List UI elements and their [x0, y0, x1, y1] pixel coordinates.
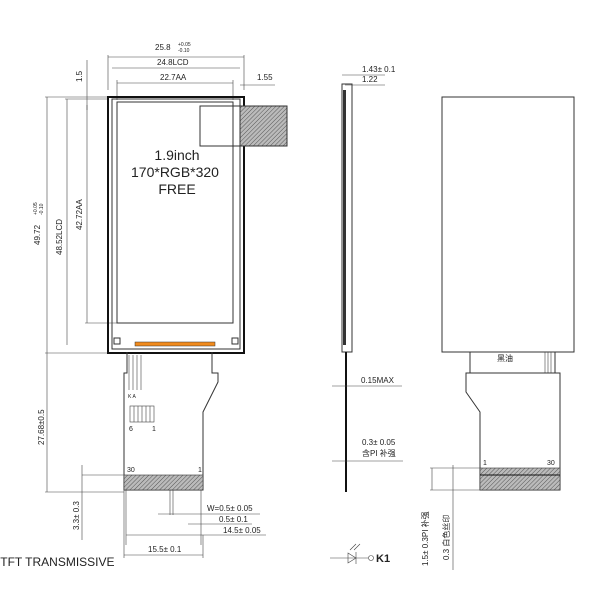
back-pin-first: 1 — [483, 460, 487, 467]
dim-pitch-w: W=0.5± 0.05 — [207, 504, 253, 513]
tol-minus: -0.10 — [178, 48, 190, 54]
dim-height-lcd: 48.52LCD — [55, 219, 64, 255]
tol-plus: +0.05 — [33, 202, 39, 215]
fpc-outline — [123, 352, 219, 491]
back-stiffener — [479, 467, 561, 491]
dim-thickness: 1.43± 0.1 — [362, 65, 396, 74]
active-area — [116, 101, 234, 324]
dim-glass: 1.22 — [362, 75, 378, 84]
tol-minus: -0.10 — [39, 203, 45, 215]
ink-label: 黑油 — [497, 353, 513, 363]
dim-offset-top: 1.5 — [75, 70, 84, 82]
lcd-panel-outline — [107, 96, 245, 354]
back-pin-last: 30 — [547, 460, 555, 467]
side-view: 1.43± 0.1 1.22 0.15MAX 0.3± 0.05 含PI 补强 … — [330, 65, 403, 565]
panel-type-note: "TFT TRANSMISSIVE — [0, 555, 115, 569]
dim-width-lcd: 24.8LCD — [157, 58, 189, 67]
display-size: 1.9inch — [154, 147, 199, 163]
back-view: 黑油 1 30 1.5± 0.3PI 补强 0.3 白色丝印 — [420, 96, 575, 570]
dim-pitch: 0.5± 0.1 — [219, 515, 248, 524]
dim-offset-right: 1.55 — [257, 73, 273, 82]
dim-stiffener-thickness: 0.3± 0.05 — [362, 438, 396, 447]
led-labels: K A — [128, 394, 136, 400]
led-symbol-icon — [330, 543, 374, 564]
dim-contact-width: 14.5± 0.05 — [223, 526, 261, 535]
tol-plus: +0.05 — [178, 42, 191, 48]
fpc-bond-bar — [134, 341, 216, 347]
back-panel-outline — [441, 96, 575, 353]
dim-fpc-length: 27.68±0.5 — [37, 409, 46, 445]
small-pin-first: 6 — [129, 426, 133, 433]
pin-first: 30 — [127, 467, 135, 474]
dim-stiffener: 3.3± 0.3 — [72, 501, 81, 530]
front-view: 25.8 +0.05 -0.10 24.8LCD 22.7AA 1.55 1.5… — [0, 42, 288, 569]
dim-fpc-width: 15.5± 0.1 — [148, 545, 182, 554]
display-mode: FREE — [158, 181, 195, 197]
stiffener-note: 含PI 补强 — [362, 448, 396, 458]
dim-silk: 0.3 白色丝印 — [441, 515, 451, 560]
dim-height-total: 49.72 — [33, 224, 42, 245]
dim-fpc-thickness: 0.15MAX — [361, 376, 395, 385]
pin-last: 1 — [198, 467, 202, 474]
dim-width-total-label: 25.8 — [155, 43, 171, 52]
display-resolution: 170*RGB*320 — [131, 164, 219, 180]
fpc-contacts — [123, 474, 204, 491]
symbol-label: K1 — [376, 553, 390, 565]
protective-film-tab — [239, 105, 288, 147]
dim-back-stiffener: 1.5± 0.3PI 补强 — [420, 511, 430, 566]
small-pin-last: 1 — [152, 426, 156, 433]
dim-height-aa: 42.72AA — [75, 199, 84, 230]
dim-width-aa: 22.7AA — [160, 73, 187, 82]
